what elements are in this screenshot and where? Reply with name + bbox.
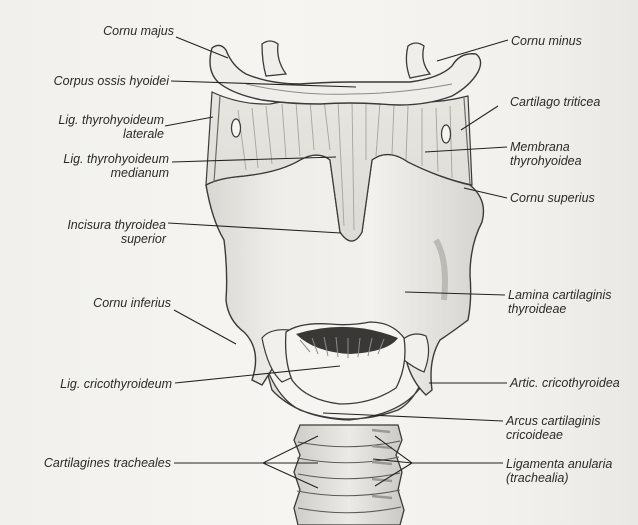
label-incisura-thyroidea-superior: Incisura thyroidea superior <box>30 218 166 246</box>
label-line: Incisura thyroidea <box>30 218 166 232</box>
label-line: Ligamenta anularia <box>506 457 612 471</box>
label-cartilagines-tracheales: Cartilagines tracheales <box>4 456 171 470</box>
label-lamina-cartilaginis-thyroideae: Lamina cartilaginis thyroideae <box>508 288 612 316</box>
label-corpus-ossis-hyoidei: Corpus ossis hyoidei <box>22 74 169 88</box>
label-line: (trachealia) <box>506 471 612 485</box>
label-lig-thyrohyoideum-medianum: Lig. thyrohyoideum medianum <box>30 152 169 180</box>
label-line: Arcus cartilaginis <box>506 414 600 428</box>
label-line: Lamina cartilaginis <box>508 288 612 302</box>
hyoid-bone <box>210 41 481 105</box>
label-lig-cricothyroideum: Lig. cricothyroideum <box>28 377 172 391</box>
label-line: superior <box>30 232 166 246</box>
label-cornu-majus: Cornu majus <box>74 24 174 38</box>
label-line: Lig. thyrohyoideum <box>30 152 169 166</box>
label-ligamenta-anularia: Ligamenta anularia (trachealia) <box>506 457 612 485</box>
label-line: laterale <box>26 127 164 141</box>
label-cartilago-triticea: Cartilago triticea <box>510 95 600 109</box>
label-membrana-thyrohyoidea: Membrana thyrohyoidea <box>510 140 582 168</box>
label-line: Membrana <box>510 140 582 154</box>
label-cornu-minus: Cornu minus <box>511 34 582 48</box>
label-lig-thyrohyoideum-laterale: Lig. thyrohyoideum laterale <box>26 113 164 141</box>
label-line: thyroideae <box>508 302 612 316</box>
label-cornu-inferius: Cornu inferius <box>60 296 171 310</box>
label-arcus-cartilaginis-cricoideae: Arcus cartilaginis cricoideae <box>506 414 600 442</box>
label-line: medianum <box>30 166 169 180</box>
label-line: thyrohyoidea <box>510 154 582 168</box>
label-line: cricoideae <box>506 428 600 442</box>
label-cornu-superius: Cornu superius <box>510 191 595 205</box>
leader-lig-thyrohyoideum-laterale <box>165 117 213 126</box>
label-artic-cricothyroidea: Artic. cricothyroidea <box>510 376 620 390</box>
leader-cornu-inferius <box>174 310 236 344</box>
label-line: Lig. thyrohyoideum <box>26 113 164 127</box>
